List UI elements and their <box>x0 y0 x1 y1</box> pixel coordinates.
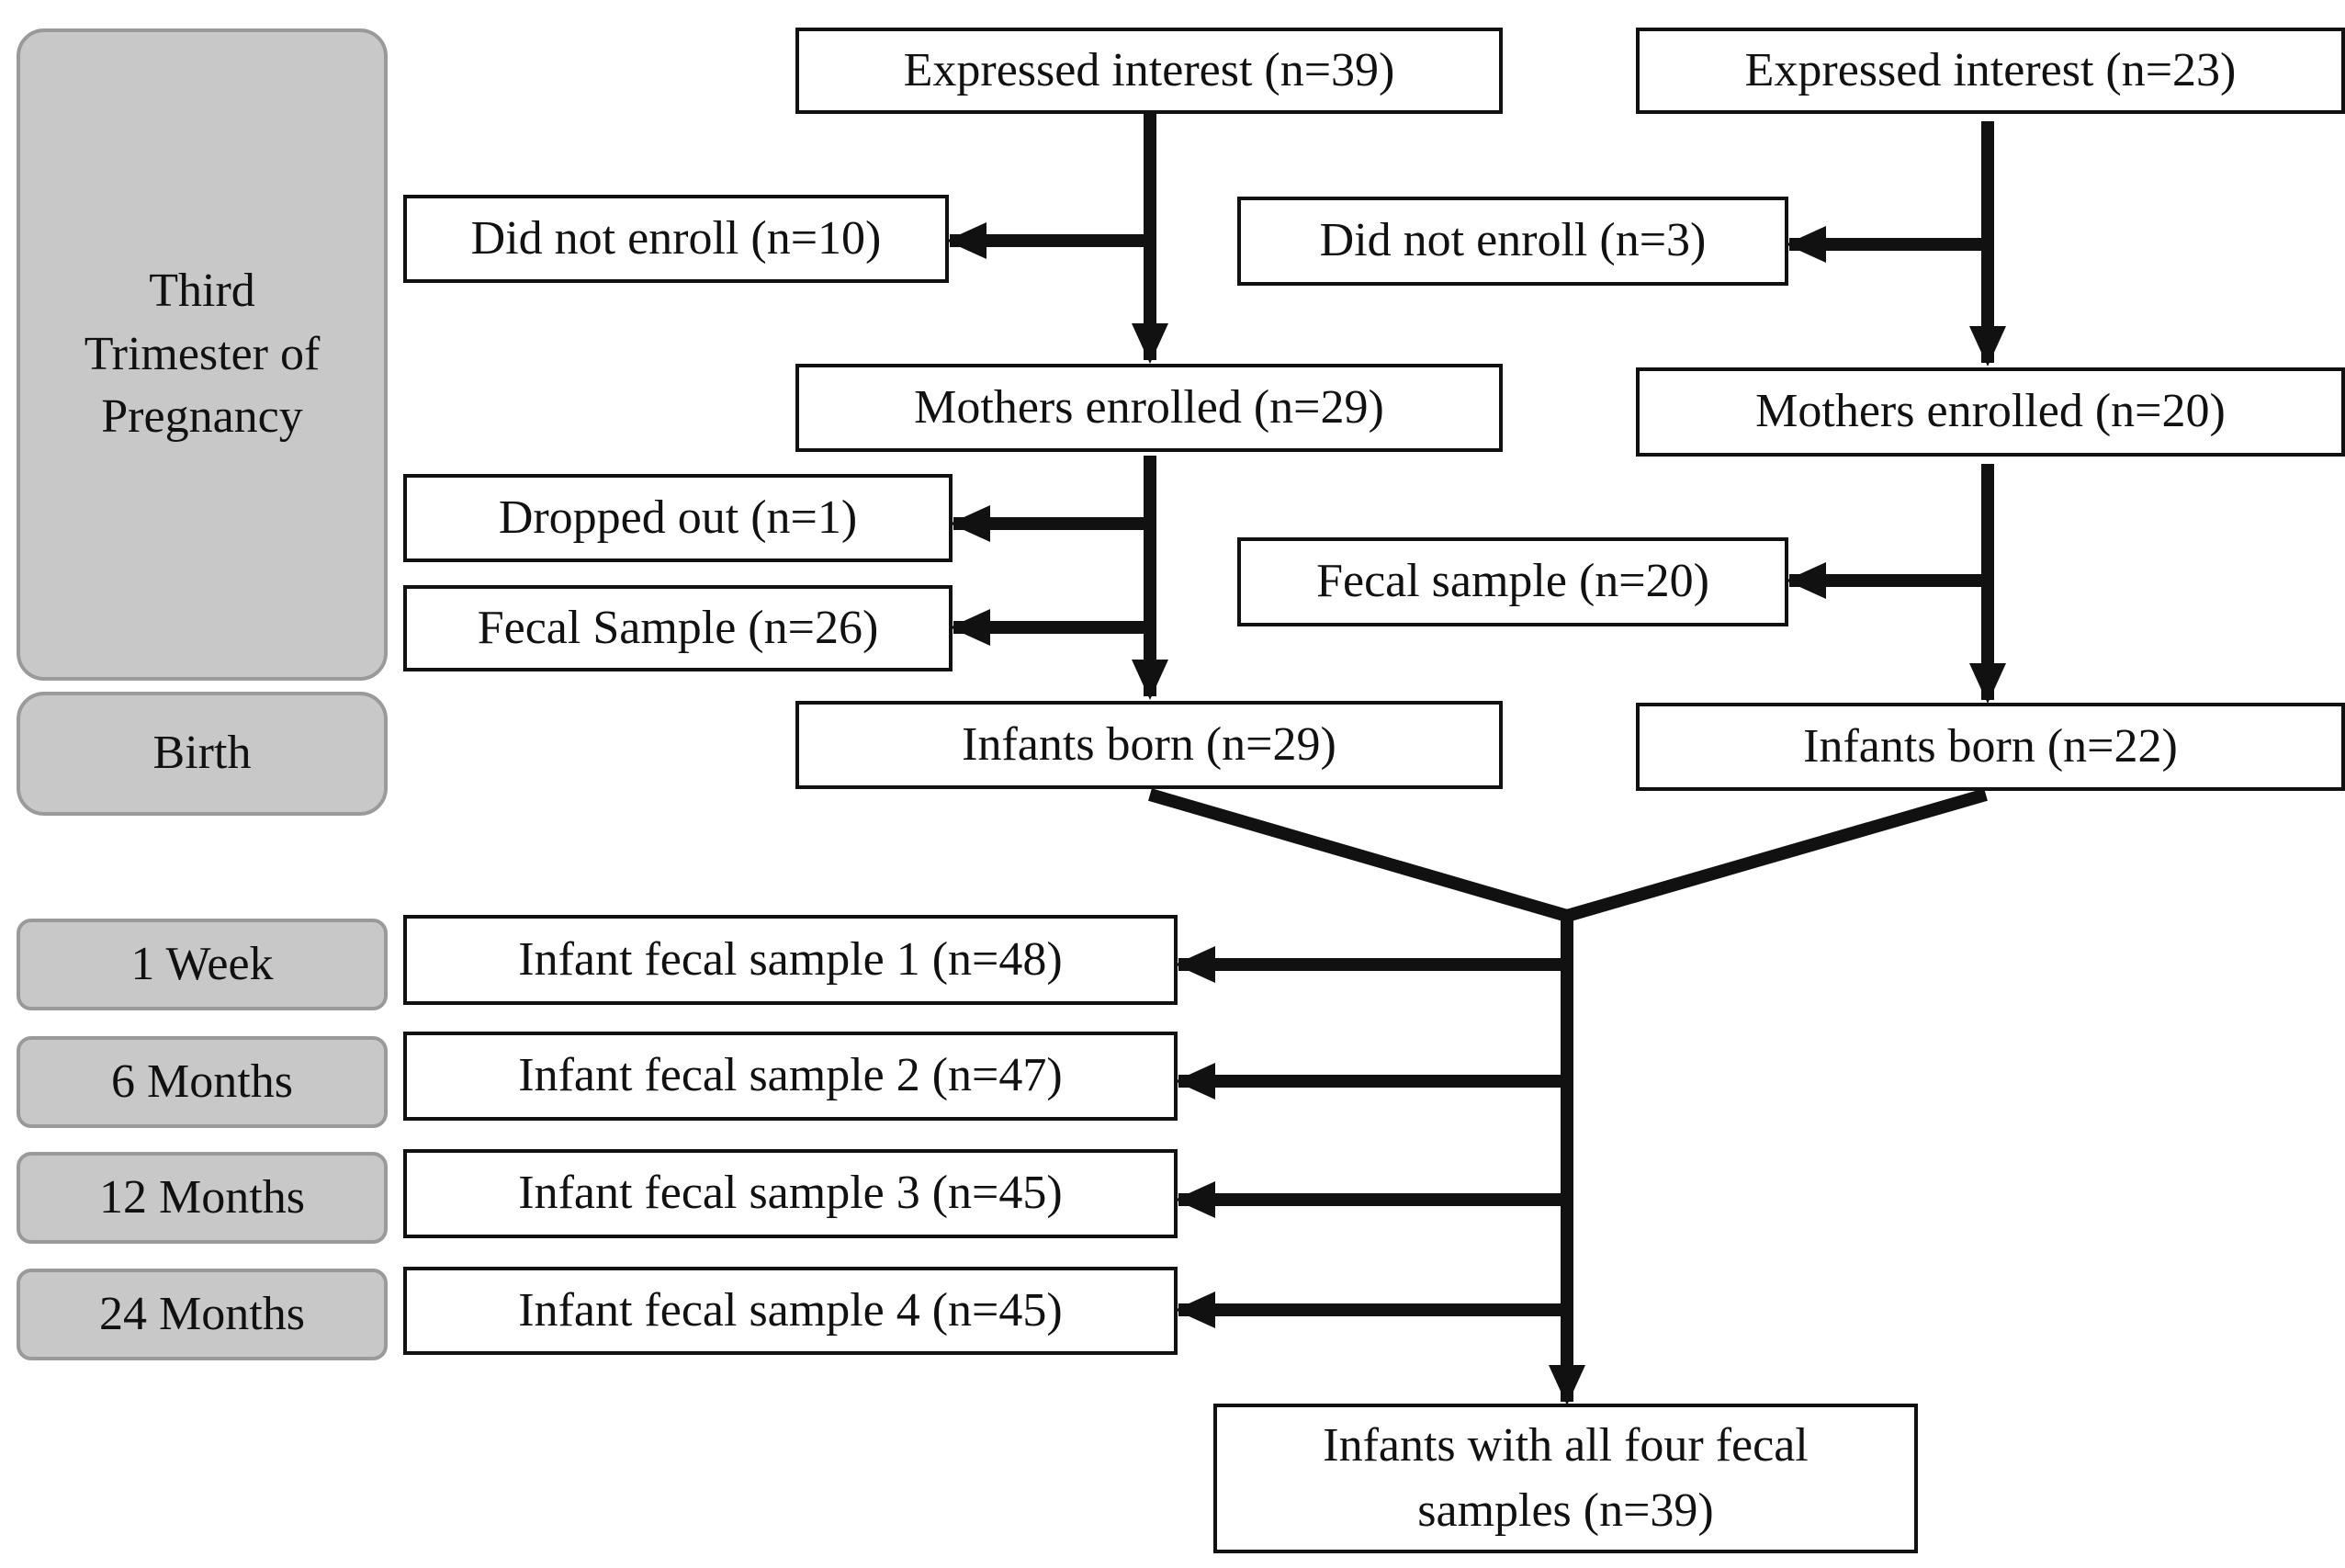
infant-fecal-sample-4-box: Infant fecal sample 4 (n=45) <box>403 1267 1178 1355</box>
phase-third-trimester-line-3: Pregnancy <box>101 390 303 444</box>
phase-1-week-label: 1 Week <box>130 937 274 990</box>
cohort-a-dropped-out-box: Dropped out (n=1) <box>403 474 953 562</box>
cohort-a-fecal-sample-box: Fecal Sample (n=26) <box>403 585 953 671</box>
cohort-b-expressed-interest-text: Expressed interest (n=23) <box>1744 43 2237 96</box>
phase-third-trimester-line-1: Third <box>149 265 255 318</box>
phase-third-trimester-label: Third Trimester of Pregnancy <box>85 260 321 449</box>
merge-line-left <box>1148 788 1569 922</box>
infant-fecal-sample-1-box: Infant fecal sample 1 (n=48) <box>403 915 1178 1005</box>
infant-fecal-sample-3-text: Infant fecal sample 3 (n=45) <box>518 1167 1063 1220</box>
cohort-a-expressed-interest-box: Expressed interest (n=39) <box>795 28 1503 114</box>
phase-12-months-label: 12 Months <box>99 1170 305 1224</box>
cohort-a-infants-born-text: Infants born (n=29) <box>962 717 1336 771</box>
cohort-b-mothers-enrolled-text: Mothers enrolled (n=20) <box>1755 385 2226 438</box>
phase-third-trimester: Third Trimester of Pregnancy <box>17 28 388 681</box>
phase-24-months: 24 Months <box>17 1269 388 1360</box>
phase-24-months-label: 24 Months <box>99 1287 305 1340</box>
cohort-a-did-not-enroll-text: Did not enroll (n=10) <box>470 211 882 265</box>
merge-line-right <box>1565 788 1988 922</box>
cohort-a-dropped-out-text: Dropped out (n=1) <box>498 491 858 544</box>
cohort-a-did-not-enroll-box: Did not enroll (n=10) <box>403 195 949 283</box>
cohort-b-infants-born-box: Infants born (n=22) <box>1636 703 2345 791</box>
infant-fecal-sample-4-text: Infant fecal sample 4 (n=45) <box>518 1283 1063 1337</box>
phase-birth: Birth <box>17 692 388 816</box>
phase-third-trimester-line-2: Trimester of <box>84 327 321 380</box>
phase-12-months: 12 Months <box>17 1152 388 1244</box>
final-outcome-box: Infants with all four fecal samples (n=3… <box>1213 1404 1918 1553</box>
cohort-b-did-not-enroll-box: Did not enroll (n=3) <box>1237 197 1788 286</box>
cohort-b-mothers-enrolled-box: Mothers enrolled (n=20) <box>1636 367 2345 457</box>
infant-fecal-sample-2-text: Infant fecal sample 2 (n=47) <box>518 1049 1063 1102</box>
cohort-a-mothers-enrolled-box: Mothers enrolled (n=29) <box>795 364 1503 452</box>
phase-6-months-label: 6 Months <box>111 1055 293 1108</box>
cohort-b-fecal-sample-text: Fecal sample (n=20) <box>1316 555 1709 608</box>
cohort-b-expressed-interest-box: Expressed interest (n=23) <box>1636 28 2345 114</box>
cohort-b-did-not-enroll-text: Did not enroll (n=3) <box>1319 214 1707 267</box>
phase-6-months: 6 Months <box>17 1036 388 1128</box>
final-outcome-text: Infants with all four fecal samples (n=3… <box>1323 1419 1809 1537</box>
infant-fecal-sample-3-box: Infant fecal sample 3 (n=45) <box>403 1149 1178 1238</box>
infant-fecal-sample-2-box: Infant fecal sample 2 (n=47) <box>403 1032 1178 1121</box>
infant-fecal-sample-1-text: Infant fecal sample 1 (n=48) <box>518 932 1063 986</box>
phase-1-week: 1 Week <box>17 919 388 1010</box>
cohort-b-fecal-sample-box: Fecal sample (n=20) <box>1237 537 1788 626</box>
cohort-a-infants-born-box: Infants born (n=29) <box>795 701 1503 789</box>
cohort-a-fecal-sample-text: Fecal Sample (n=26) <box>477 601 879 654</box>
cohort-a-expressed-interest-text: Expressed interest (n=39) <box>903 43 1395 96</box>
cohort-b-infants-born-text: Infants born (n=22) <box>1803 719 2178 773</box>
cohort-a-mothers-enrolled-text: Mothers enrolled (n=29) <box>914 380 1384 434</box>
phase-birth-label: Birth <box>152 727 252 780</box>
